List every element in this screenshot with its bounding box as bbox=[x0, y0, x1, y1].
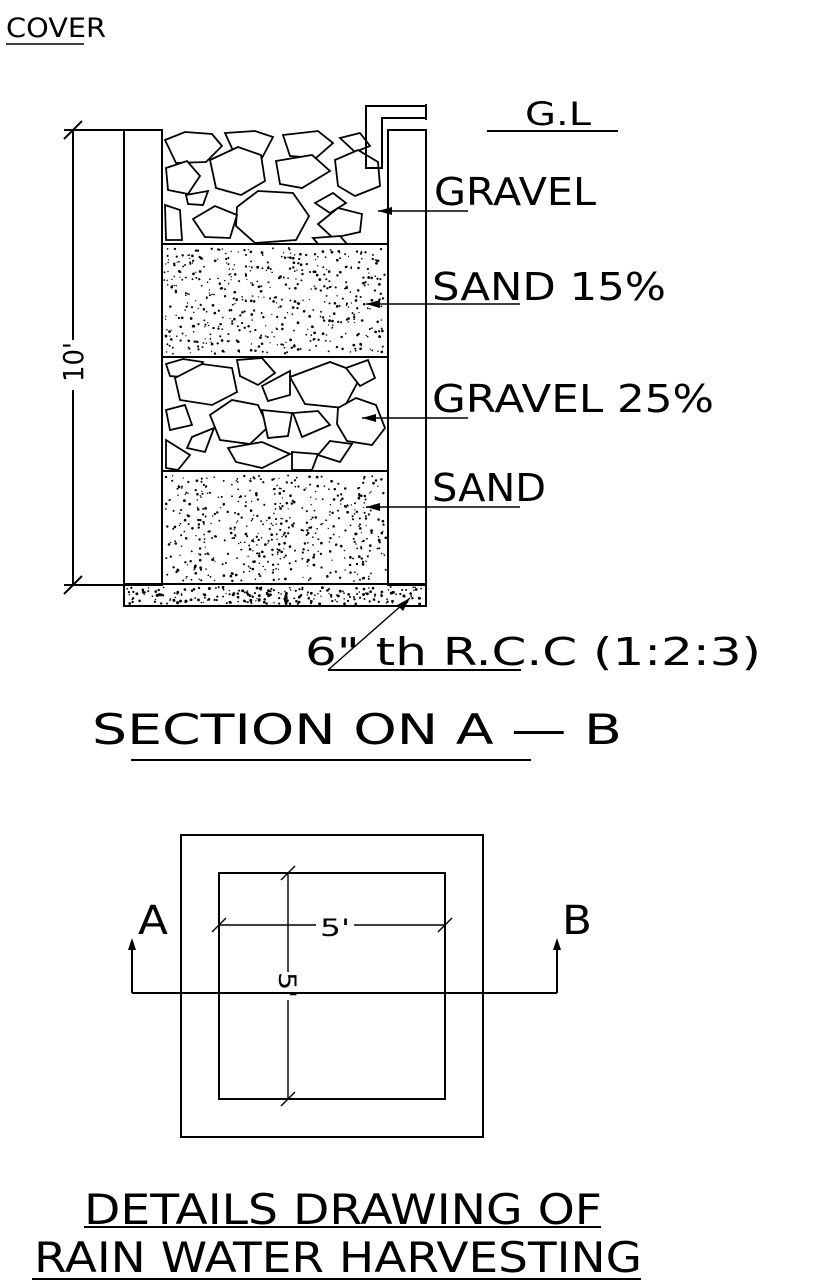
left-wall bbox=[123, 129, 163, 586]
inlet-pipe bbox=[365, 104, 427, 169]
gravel-leader: GRAVEL bbox=[378, 170, 596, 215]
sand-leader: SAND bbox=[366, 466, 546, 511]
ground-level-label: G.L bbox=[525, 95, 591, 133]
plan-height-dimension: 5' bbox=[273, 865, 301, 1107]
point-b-label: B bbox=[562, 898, 592, 944]
depth-dim-label: 10' bbox=[57, 342, 90, 382]
section-title: SECTION ON A — B bbox=[92, 705, 622, 754]
rcc-leader: 6" th R.C.C (1:2:3) bbox=[305, 597, 761, 674]
cover-label: COVER bbox=[6, 13, 106, 44]
point-a-label: A bbox=[138, 898, 169, 944]
sand-label: SAND bbox=[432, 466, 546, 510]
plan-width-label: 5' bbox=[320, 914, 350, 942]
section-view: G.L 10' GRAVEL SAND 15% GRA bbox=[57, 95, 761, 761]
sand-layer-lower bbox=[162, 474, 388, 585]
plan-height-label: 5' bbox=[273, 972, 301, 998]
gravel-layer-middle bbox=[162, 357, 388, 472]
gravel-25-leader: GRAVEL 25% bbox=[362, 377, 714, 422]
rcc-base-slab bbox=[123, 583, 427, 607]
rcc-label: 6" th R.C.C (1:2:3) bbox=[305, 630, 761, 674]
gravel-25-label: GRAVEL 25% bbox=[432, 377, 714, 421]
title-line-1: DETAILS DRAWING OF bbox=[84, 1185, 602, 1234]
title-line-2: RAIN WATER HARVESTING bbox=[34, 1233, 642, 1282]
section-cut-line: A B bbox=[128, 898, 592, 994]
gravel-layer-top bbox=[162, 130, 388, 245]
plan-wall bbox=[180, 834, 484, 1138]
depth-dimension: 10' bbox=[57, 120, 124, 595]
sand-15-leader: SAND 15% bbox=[366, 265, 666, 309]
sand-layer-upper bbox=[162, 247, 388, 358]
drawing-title: DETAILS DRAWING OF RAIN WATER HARVESTING bbox=[32, 1185, 642, 1282]
plan-view: 5' 5' A B bbox=[128, 834, 592, 1138]
gravel-label: GRAVEL bbox=[434, 170, 596, 214]
right-wall bbox=[387, 129, 427, 586]
plan-width-dimension: 5' bbox=[211, 914, 453, 942]
sand-15-label: SAND 15% bbox=[432, 265, 666, 309]
